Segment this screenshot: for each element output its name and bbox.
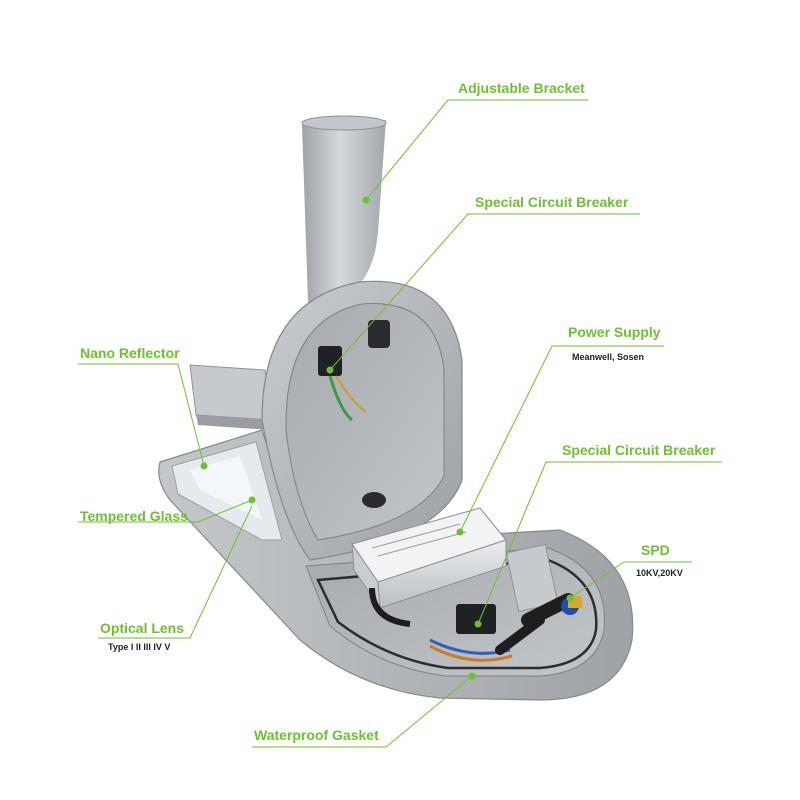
label-spd: SPD [641,542,670,558]
dot-tempered-glass [248,496,256,504]
label-tempered-glass: Tempered Glass [80,508,188,524]
power-supply-unit [351,507,559,613]
leader-tempered-glass [78,499,253,523]
adjustable-bracket [301,115,387,302]
dot-circuit-breaker-top [326,366,334,374]
leader-lines [78,99,722,748]
label-waterproof-gasket: Waterproof Gasket [254,727,379,743]
leader-waterproof-gasket [252,675,473,748]
leader-circuit-breaker-bottom [477,461,722,625]
label-power-supply-sub: Meanwell, Sosen [572,352,645,362]
leader-optical-lens [98,505,253,639]
dot-circuit-breaker-bottom [474,620,482,628]
label-circuit-breaker-top: Special Circuit Breaker [475,194,629,210]
dot-spd [566,594,574,602]
label-optical-lens-sub: Type I II III IV V [108,642,171,652]
label-adjustable-bracket: Adjustable Bracket [458,80,585,96]
leader-spd [569,561,692,599]
dot-adjustable-bracket [362,196,370,204]
dot-power-supply [456,528,464,536]
open-lid [261,280,463,561]
label-circuit-breaker-bottom: Special Circuit Breaker [562,442,716,458]
dot-nano-reflector [200,462,208,470]
tray-components [369,587,582,662]
label-power-supply: Power Supply [568,324,661,340]
dot-waterproof-gasket [468,672,476,680]
leader-adjustable-bracket [365,99,588,201]
leader-nano-reflector [78,363,205,467]
leader-power-supply [459,345,664,533]
label-nano-reflector: Nano Reflector [80,345,180,361]
hinge-bracket [189,364,273,430]
label-optical-lens: Optical Lens [100,620,185,636]
label-spd-sub: 10KV,20KV [636,568,683,578]
leader-dots [200,196,574,680]
leader-circuit-breaker-top [329,213,640,371]
